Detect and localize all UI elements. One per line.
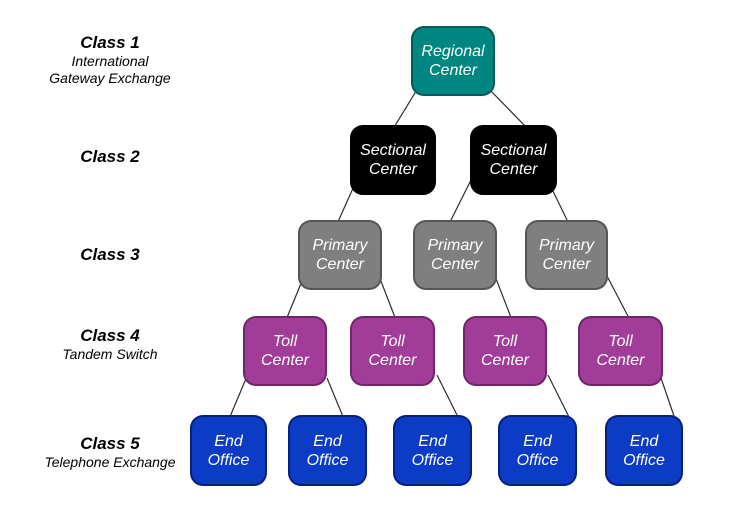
node-label-line: Center [489,161,538,178]
node-label-line: End [418,432,447,450]
node-sectional-center-1: Sectional Center [350,125,436,195]
row-label-class-1: Class 1 International Gateway Exchange [10,33,210,87]
class-4-title: Class 4 [80,326,140,345]
edge-primary2-toll3 [494,275,513,321]
node-label-line: End [629,432,659,450]
edge-sectional2-primary2 [448,179,472,225]
node-label-line: Center [315,256,365,273]
node-regional-center-1: Regional Center [411,26,495,96]
node-end-office-1: End Office [190,415,267,486]
edge-regional1-sectional1 [392,87,419,130]
row-label-class-2: Class 2 [10,147,210,167]
node-end-office-2: End Office [288,415,367,486]
row-label-class-4: Class 4 Tandem Switch [10,326,210,363]
class-1-title: Class 1 [80,33,140,52]
row-label-class-5: Class 5 Telephone Exchange [10,434,210,471]
edge-sectional2-primary3 [549,184,570,225]
edge-sectional1-primary1 [336,185,355,225]
edge-toll1-end2 [326,377,345,420]
node-end-office-5: End Office [605,415,683,486]
node-label-line: End [313,432,342,450]
edge-regional1-sectional2 [487,87,529,130]
node-label-line: End [523,432,552,450]
node-label-line: Office [207,451,250,469]
node-label-line: Office [623,451,665,469]
node-label-line: Center [430,256,480,273]
node-label-line: Sectional [480,142,547,159]
node-end-office-3: End Office [393,415,472,486]
class-1-subtitle-line: Gateway Exchange [49,70,171,86]
edge-primary1-toll2 [378,275,397,321]
edge-toll1-end1 [228,373,249,420]
node-label-line: Regional [421,43,485,60]
node-primary-center-1: Primary Center [298,220,382,290]
edge-toll3-end4 [547,374,571,420]
node-label-line: Primary [312,237,368,254]
node-label-line: Office [411,451,454,469]
class-4-subtitle-line: Tandem Switch [62,346,158,362]
node-toll-center-4: Toll Center [578,316,663,386]
node-sectional-center-2: Sectional Center [470,125,557,195]
edge-primary3-toll4 [606,275,631,321]
edge-primary1-toll1 [285,280,303,321]
class-5-title: Class 5 [80,434,140,453]
node-toll-center-1: Toll Center [243,316,327,386]
node-label-line: Center [428,62,478,79]
node-label-line: Toll [492,333,518,350]
class-1-subtitle-line: International [71,53,149,69]
node-label-line: Office [516,451,559,469]
node-label-line: Office [306,451,349,469]
edge-toll4-end5 [660,377,676,420]
node-label-line: Center [368,352,417,369]
edge-toll2-end3 [436,374,460,420]
node-label-line: End [214,432,243,450]
node-primary-center-2: Primary Center [413,220,497,290]
node-label-line: Center [596,352,645,369]
class-2-title: Class 2 [80,147,140,166]
node-end-office-4: End Office [498,415,577,486]
class-5-subtitle-line: Telephone Exchange [44,454,176,470]
node-primary-center-3: Primary Center [525,220,608,290]
node-label-line: Sectional [360,142,426,159]
node-label-line: Primary [427,237,483,254]
node-label-line: Center [542,256,591,273]
class-3-title: Class 3 [80,245,140,264]
node-toll-center-3: Toll Center [463,316,547,386]
node-label-line: Center [480,352,530,369]
node-label-line: Center [368,161,418,178]
row-label-class-3: Class 3 [10,245,210,265]
node-label-line: Toll [608,333,633,350]
node-label-line: Toll [380,333,405,350]
node-toll-center-2: Toll Center [350,316,435,386]
node-label-line: Toll [272,333,298,350]
node-label-line: Primary [538,237,595,254]
node-label-line: Center [260,352,310,369]
